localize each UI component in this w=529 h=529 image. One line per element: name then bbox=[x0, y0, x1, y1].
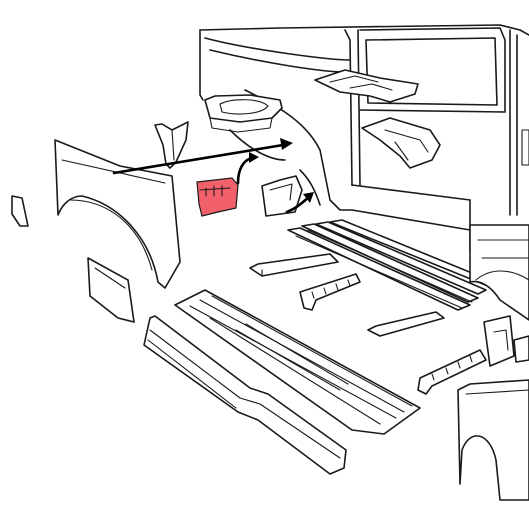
assembly-arrows bbox=[112, 138, 314, 214]
wheelhouse-bracket-part bbox=[261, 175, 303, 217]
floor-pan bbox=[174, 289, 421, 435]
lower-corner-part bbox=[87, 257, 135, 323]
highlighted-bracket-part bbox=[196, 177, 239, 217]
floor-rails bbox=[287, 219, 495, 311]
wheel-tub-part bbox=[204, 94, 283, 133]
cross-member-left bbox=[249, 253, 339, 277]
arrow-head-3-icon bbox=[303, 192, 314, 203]
right-bracket-cluster bbox=[483, 315, 529, 367]
inner-pillar-part bbox=[154, 121, 189, 169]
corner-piece-part bbox=[11, 195, 29, 227]
rear-quarter-panel bbox=[54, 139, 181, 289]
notched-bracket-left bbox=[299, 273, 361, 311]
upper-bracket-part bbox=[314, 69, 419, 103]
rocker-sill bbox=[143, 315, 347, 475]
notched-bracket-right bbox=[417, 349, 487, 395]
van-body-shell bbox=[199, 24, 529, 251]
lower-right-panel bbox=[457, 379, 529, 501]
cross-member-right bbox=[367, 311, 445, 337]
arrow-head-1-icon bbox=[280, 138, 293, 150]
arrow-head-2-icon bbox=[249, 152, 259, 163]
pillar-bracket-part bbox=[361, 117, 441, 169]
right-wheel-tub bbox=[469, 224, 529, 321]
